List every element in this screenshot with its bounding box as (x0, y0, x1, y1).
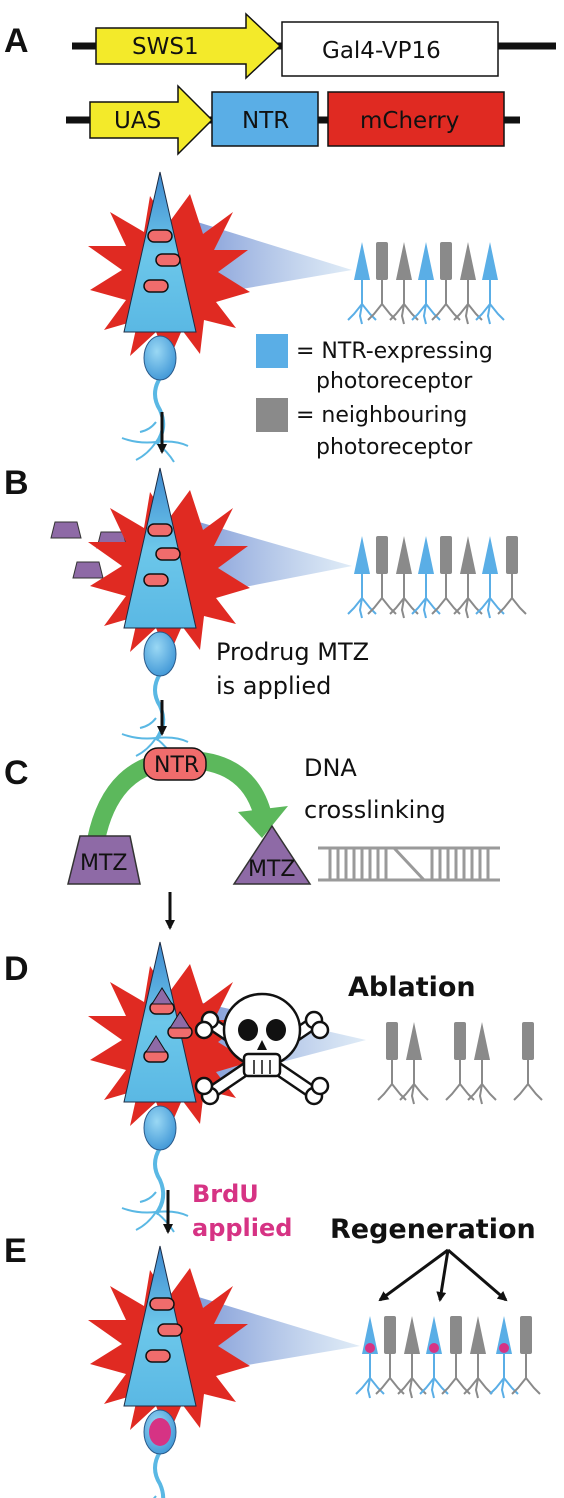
regeneration-label: Regeneration (330, 1214, 536, 1245)
sws1-promoter-arrow (95, 12, 282, 80)
dna-text-line2: crosslinking (304, 796, 446, 824)
reaction: NTR MTZ MTZ (67, 747, 312, 885)
legend-neighbour-line2: photoreceptor (316, 435, 473, 460)
panel-label-d: D (4, 950, 29, 988)
panel-label-c: C (4, 754, 29, 792)
mcherry-box (327, 91, 505, 147)
cell-b (86, 466, 352, 760)
dna-crosslink (318, 846, 500, 882)
legend: = NTR-expressing photoreceptor = neighbo… (256, 334, 493, 460)
panel-label-a: A (4, 22, 29, 60)
ablation-label: Ablation (348, 972, 476, 1003)
mtz-prodrug-label: MTZ (80, 851, 128, 876)
ntr-box (211, 91, 319, 147)
brdu-nucleus (149, 1418, 171, 1446)
prodrug-text-line2: is applied (216, 672, 331, 700)
uas-arrow (89, 84, 214, 156)
mtz-activated-label: MTZ (248, 857, 296, 882)
uas-label: UAS (114, 108, 161, 134)
panel-label-b: B (4, 464, 29, 502)
prodrug-text-line1: Prodrug MTZ (216, 638, 369, 666)
mtz-activated (232, 824, 312, 885)
retina-a (347, 241, 505, 325)
sws1-label: SWS1 (132, 34, 199, 60)
skull-crossbones-icon (194, 992, 330, 1106)
gal4-box (281, 21, 499, 77)
ntr-label: NTR (242, 108, 289, 134)
cell-e (86, 1244, 360, 1498)
construct-uas-ntr-mcherry: UAS NTR mCherry (66, 84, 520, 156)
legend-ntr-swatch (256, 334, 288, 368)
retina-b (347, 535, 527, 619)
legend-neighbour-swatch (256, 398, 288, 432)
dna-text-line1: DNA (304, 754, 357, 782)
panel-label-e: E (4, 1232, 27, 1270)
mtz-prodrug (67, 835, 141, 885)
ntr-enzyme (143, 747, 207, 781)
legend-ntr-line2: photoreceptor (316, 369, 473, 394)
mcherry-label: mCherry (360, 108, 459, 134)
regeneration-arrows (378, 1248, 508, 1302)
construct-sws1-gal4: SWS1 Gal4-VP16 (72, 12, 556, 80)
ntr-enzyme-label: NTR (154, 753, 199, 778)
brdu-text-line2: applied (192, 1214, 292, 1242)
brdu-text-line1: BrdU (192, 1180, 259, 1208)
reaction-arrowhead (238, 806, 288, 838)
legend-ntr-line1: = NTR-expressing (296, 339, 493, 364)
legend-neighbour-line1: = neighbouring (296, 403, 467, 428)
gal4-label: Gal4-VP16 (322, 38, 441, 64)
retina-e (355, 1315, 541, 1399)
retina-d (377, 1021, 543, 1105)
cell-a (86, 170, 352, 464)
